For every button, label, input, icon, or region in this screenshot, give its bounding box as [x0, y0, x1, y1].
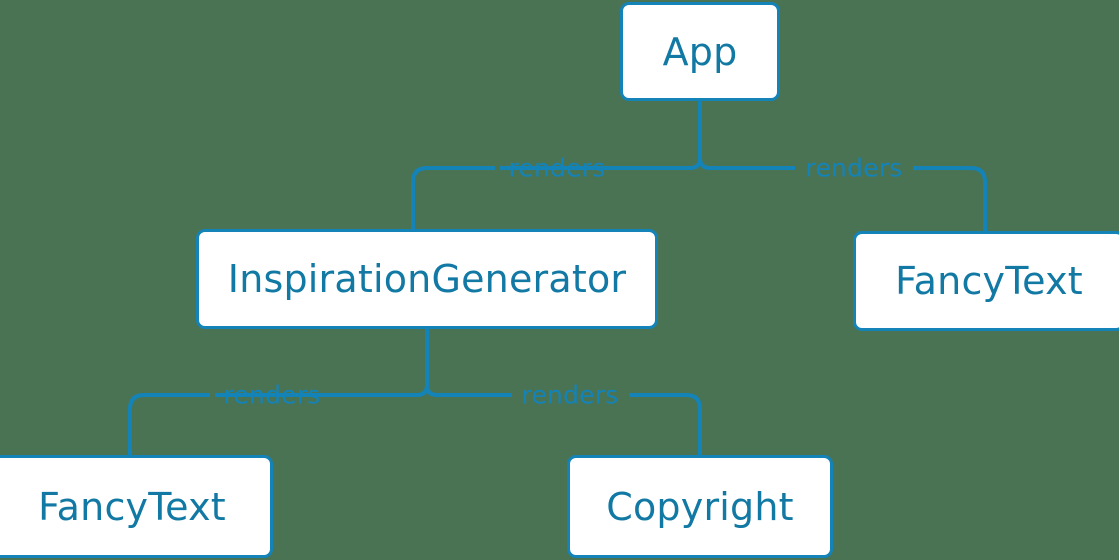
edge-app-to-inspirationgenerator [411, 166, 495, 229]
edge-label-app-to-inspirationgenerator: renders [508, 153, 606, 183]
edge-inspirationgenerator-to-fancytext-left [128, 393, 210, 455]
edge-label-inspirationgenerator-to-fancytext-left: renders [223, 380, 321, 410]
node-copyright-label: Copyright [606, 484, 794, 529]
edge-inspirationgenerator-to-copyright [629, 393, 702, 455]
edge-inspirationgenerator-split-right [425, 384, 512, 397]
edge-app-split-right [698, 157, 795, 170]
edge-label-inspirationgenerator-to-copyright: renders [521, 380, 619, 410]
node-app[interactable]: App [620, 2, 780, 101]
node-app-label: App [662, 29, 738, 74]
node-fancytext-right[interactable]: FancyText [853, 231, 1119, 331]
node-inspirationgenerator[interactable]: InspirationGenerator [196, 229, 658, 329]
node-fancytext-bottom-left[interactable]: FancyText [0, 455, 273, 558]
edge-label-app-to-fancytext-right: renders [805, 153, 903, 183]
node-fancytext-bottom-left-label: FancyText [38, 484, 226, 529]
node-copyright[interactable]: Copyright [567, 455, 833, 558]
edge-app-to-fancytext-right [913, 166, 987, 231]
node-inspirationgenerator-label: InspirationGenerator [227, 257, 627, 301]
node-fancytext-right-label: FancyText [895, 259, 1083, 303]
